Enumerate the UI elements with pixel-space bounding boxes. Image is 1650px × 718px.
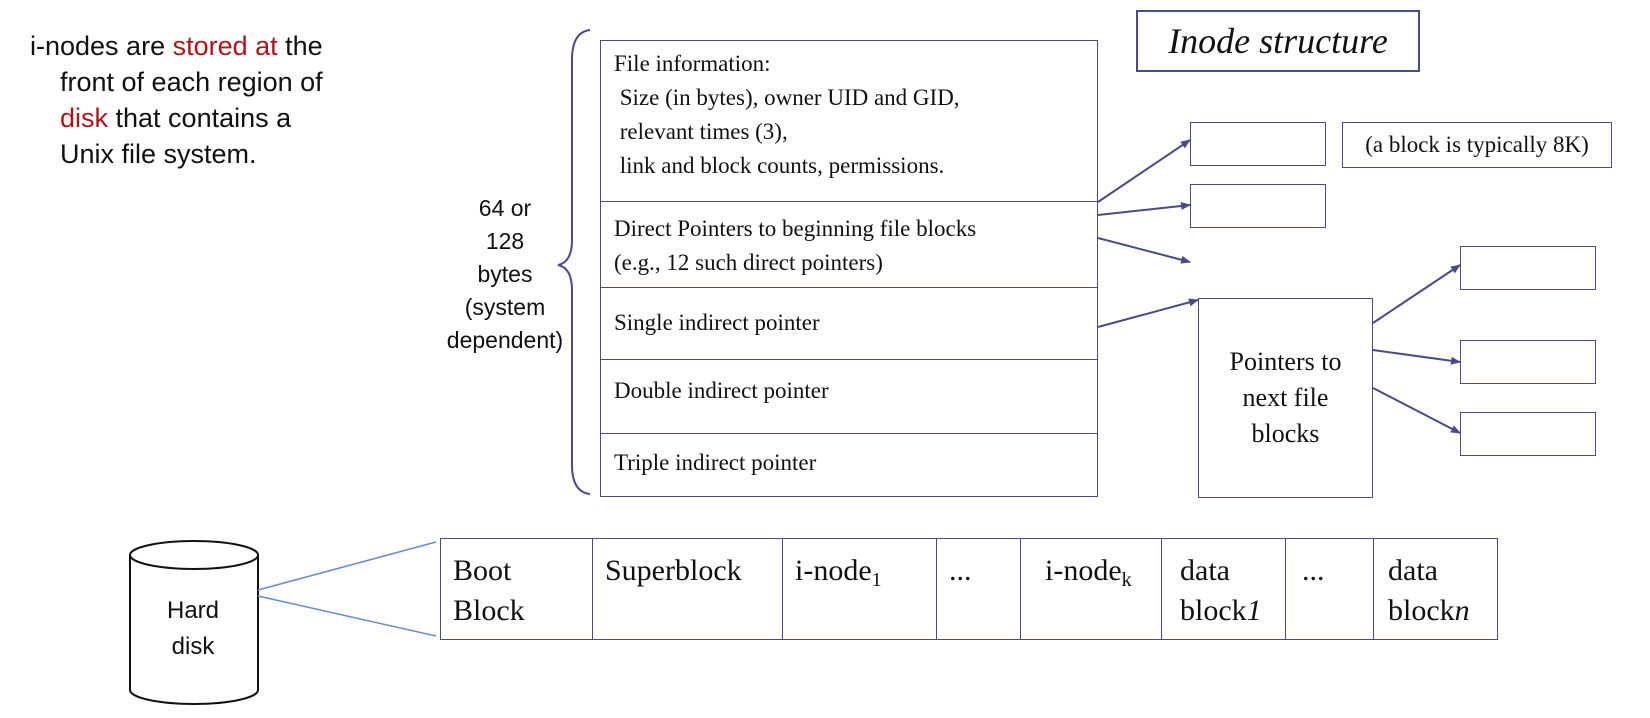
pointer-arrow-1 — [1372, 264, 1461, 324]
direct-arrow-2 — [1097, 201, 1191, 216]
layout-data-block-n: data blockn — [1373, 539, 1497, 639]
inode-table: File information: Size (in bytes), owner… — [600, 40, 1098, 497]
direct-arrow-1 — [1097, 139, 1191, 203]
field-file-information: File information: Size (in bytes), owner… — [614, 51, 960, 178]
data-block-box — [1460, 246, 1596, 290]
field-double-indirect: Double indirect pointer — [601, 359, 1097, 433]
block-size-note: (a block is typically 8K) — [1342, 122, 1612, 168]
disk-layout-row: Boot Block Superblock i-node1 ... i-node… — [440, 538, 1498, 640]
indirect-pointer-block: Pointers to next file blocks — [1198, 298, 1373, 498]
layout-superblock: Superblock — [592, 539, 782, 639]
data-block-box — [1460, 340, 1596, 384]
highlight-disk: disk — [60, 103, 109, 133]
layout-ellipsis-1: ... — [936, 539, 1020, 639]
hard-disk-label: Hard disk — [166, 597, 220, 660]
direct-arrow-3 — [1097, 237, 1191, 264]
intro-line-2: front of each region of — [60, 67, 323, 97]
layout-inode-k: i-nodek — [1020, 539, 1161, 639]
intro-line-3: disk that contains a — [60, 103, 292, 133]
data-block-box — [1190, 184, 1326, 228]
intro-line-4: Unix file system. — [60, 139, 257, 169]
single-indirect-arrow — [1097, 298, 1199, 328]
field-single-indirect: Single indirect pointer — [601, 287, 1097, 359]
data-block-box — [1190, 122, 1326, 166]
layout-boot-block: Boot Block — [453, 554, 525, 627]
highlight-stored-at: stored at — [172, 31, 278, 61]
field-triple-indirect: Triple indirect pointer — [601, 433, 1097, 496]
disk-fan-top — [257, 541, 437, 591]
field-direct-pointers: Direct Pointers to beginning file blocks… — [601, 201, 1097, 287]
layout-inode-1: i-node1 — [782, 539, 936, 639]
pointer-arrow-2 — [1372, 349, 1461, 365]
pointer-arrow-3 — [1372, 387, 1461, 434]
diagram-title: Inode structure — [1136, 10, 1420, 72]
brace — [557, 29, 591, 495]
intro-paragraph: i-nodes are stored at the front of each … — [30, 28, 323, 172]
inode-size-label: 64 or 128 bytes (system dependent) — [446, 195, 564, 353]
layout-ellipsis-2: ... — [1285, 539, 1373, 639]
data-block-box — [1460, 412, 1596, 456]
disk-fan-bottom — [257, 595, 437, 637]
intro-line-1: i-nodes are stored at the — [30, 31, 323, 61]
hard-disk-icon — [129, 540, 259, 705]
layout-data-block-1: data block1 — [1161, 539, 1285, 639]
